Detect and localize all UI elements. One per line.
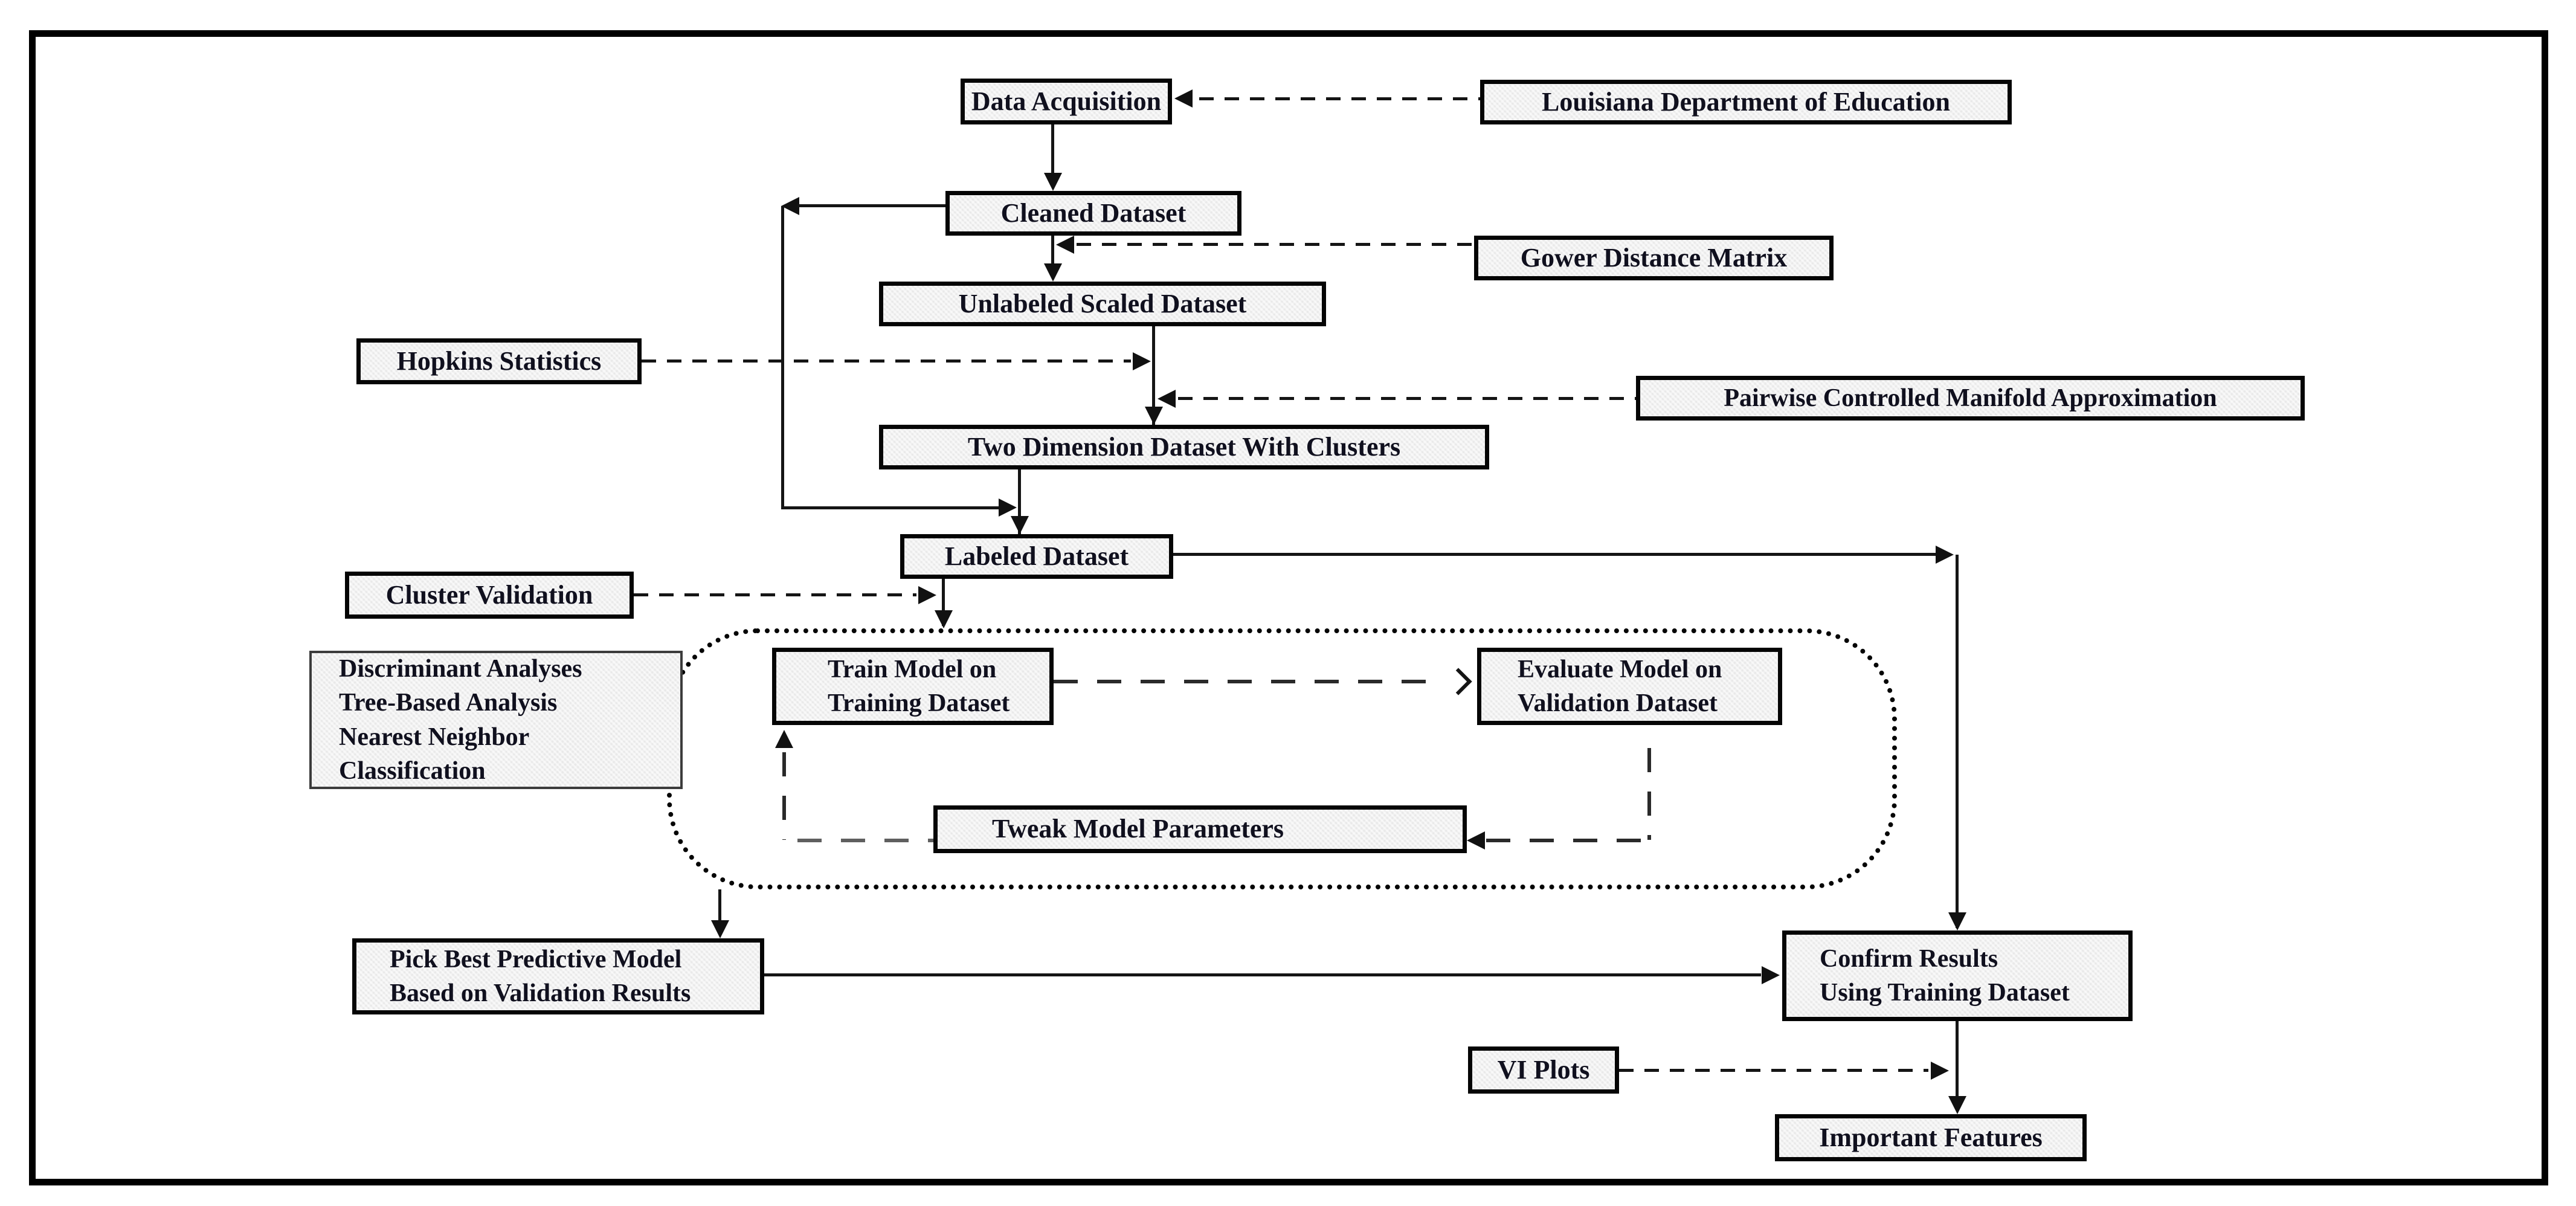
edge-twodim-labeled <box>1018 469 1021 534</box>
edge-confirm-important <box>1956 1021 1959 1111</box>
node-label: Data Acquisition <box>971 86 1162 116</box>
node-pick-best-model: Pick Best Predictive Model Based on Vali… <box>352 938 764 1014</box>
node-label: Two Dimension Dataset With Clusters <box>967 431 1401 462</box>
edge-clusterval-link <box>634 593 916 596</box>
arrowhead-left-icon <box>1056 236 1074 254</box>
node-important-features: Important Features <box>1775 1114 2087 1161</box>
edge-cleaned-feedback-bottom <box>781 506 999 509</box>
node-label-line: Confirm Results <box>1820 944 1998 973</box>
node-label: Pairwise Controlled Manifold Approximati… <box>1724 384 2217 412</box>
node-gower-distance-matrix: Gower Distance Matrix <box>1474 236 1834 280</box>
node-cluster-validation: Cluster Validation <box>345 572 634 619</box>
node-pairwise-controlled-manifold-approximation: Pairwise Controlled Manifold Approximati… <box>1636 376 2305 421</box>
node-vi-plots: VI Plots <box>1468 1046 1619 1094</box>
node-evaluate-model: Evaluate Model on Validation Dataset <box>1477 648 1782 725</box>
node-tweak-model-parameters: Tweak Model Parameters <box>933 805 1467 853</box>
arrowhead-left-icon <box>1158 390 1176 408</box>
arrowhead-right-icon <box>1133 352 1151 370</box>
node-label: Cleaned Dataset <box>1000 198 1187 228</box>
edge-labeled-confirm-top <box>1173 553 1939 556</box>
edge-tweak-train-side <box>782 752 786 840</box>
edge-cleaned-unlabeled <box>1051 236 1054 266</box>
edge-hopkins-link <box>642 360 1131 363</box>
edge-tweak-train-bottom <box>797 839 933 842</box>
node-unlabeled-scaled-dataset: Unlabeled Scaled Dataset <box>879 282 1326 326</box>
outer-frame <box>29 30 2548 1185</box>
arrowhead-right-icon <box>1762 966 1780 984</box>
node-label-line: Train Model on <box>828 655 997 683</box>
node-classification-methods: Discriminant Analyses Tree-Based Analysi… <box>309 651 683 789</box>
node-hopkins-statistics: Hopkins Statistics <box>356 338 642 384</box>
arrowhead-right-icon <box>1936 546 1954 564</box>
node-louisiana-department-of-education: Louisiana Department of Education <box>1480 80 2012 124</box>
node-label: VI Plots <box>1497 1054 1590 1085</box>
node-label-line: Discriminant Analyses <box>339 654 582 683</box>
arrowhead-up-icon <box>775 730 793 748</box>
node-label-line: Tree-Based Analysis <box>339 689 558 717</box>
arrowhead-down-icon <box>1948 912 1966 930</box>
edge-viplots-link <box>1619 1069 1928 1072</box>
arrowhead-right-icon <box>999 498 1017 517</box>
node-label: Tweak Model Parameters <box>992 814 1284 844</box>
node-label: Hopkins Statistics <box>396 346 602 376</box>
edge-labeled-loop <box>942 579 945 626</box>
arrowhead-left-icon <box>781 197 799 215</box>
edge-dataacq-cleaned <box>1051 124 1054 174</box>
edge-labeled-confirm-side <box>1956 555 1959 928</box>
arrowhead-down-icon <box>1044 173 1062 191</box>
arrowhead-down-icon <box>935 610 953 628</box>
node-label: Unlabeled Scaled Dataset <box>958 288 1247 318</box>
arrowhead-right-icon <box>918 586 936 604</box>
edge-ldoe-dataacq <box>1199 97 1480 100</box>
node-label-line: Using Training Dataset <box>1820 979 2070 1007</box>
arrowhead-down-icon <box>1011 516 1029 534</box>
edge-pickbest-confirm <box>764 973 1761 976</box>
edge-evaluate-tweak-bottom <box>1486 839 1649 842</box>
arrowhead-left-icon <box>1467 831 1485 850</box>
edge-cleaned-feedback-side <box>781 206 784 508</box>
node-label-line: Based on Validation Results <box>390 979 691 1007</box>
arrowhead-down-icon <box>711 920 729 938</box>
node-label: Labeled Dataset <box>944 541 1129 571</box>
node-two-dimension-dataset-with-clusters: Two Dimension Dataset With Clusters <box>879 425 1489 469</box>
arrowhead-left-icon <box>1174 89 1193 108</box>
edge-pacmap-link <box>1178 397 1636 400</box>
node-data-acquisition: Data Acquisition <box>961 79 1172 124</box>
node-label-line: Validation Dataset <box>1518 689 1718 717</box>
edge-cleaned-feedback-top <box>797 204 945 207</box>
arrowhead-down-icon <box>1044 263 1062 282</box>
node-confirm-results: Confirm Results Using Training Dataset <box>1782 930 2133 1021</box>
node-train-model: Train Model on Training Dataset <box>772 648 1054 725</box>
edge-evaluate-tweak-side <box>1647 748 1651 840</box>
arrowhead-down-icon <box>1145 407 1163 425</box>
edge-train-evaluate <box>1054 680 1445 683</box>
node-label: Louisiana Department of Education <box>1542 86 1950 117</box>
edge-loop-pickbest <box>718 889 721 932</box>
node-labeled-dataset: Labeled Dataset <box>900 534 1173 579</box>
node-label-line: Training Dataset <box>828 689 1010 717</box>
node-label-line: Nearest Neighbor <box>339 723 530 751</box>
edge-gower-link <box>1077 243 1474 246</box>
node-label-line: Pick Best Predictive Model <box>390 945 682 973</box>
node-label-line: Evaluate Model on <box>1518 655 1722 683</box>
node-label: Gower Distance Matrix <box>1520 242 1788 272</box>
node-label: Cluster Validation <box>385 579 593 610</box>
node-label-line: Classification <box>339 756 486 785</box>
arrowhead-right-icon <box>1931 1062 1949 1080</box>
edge-unlabeled-twodim <box>1152 326 1155 425</box>
node-label: Important Features <box>1819 1122 2043 1152</box>
arrowhead-down-icon <box>1948 1096 1966 1114</box>
node-cleaned-dataset: Cleaned Dataset <box>945 191 1241 236</box>
